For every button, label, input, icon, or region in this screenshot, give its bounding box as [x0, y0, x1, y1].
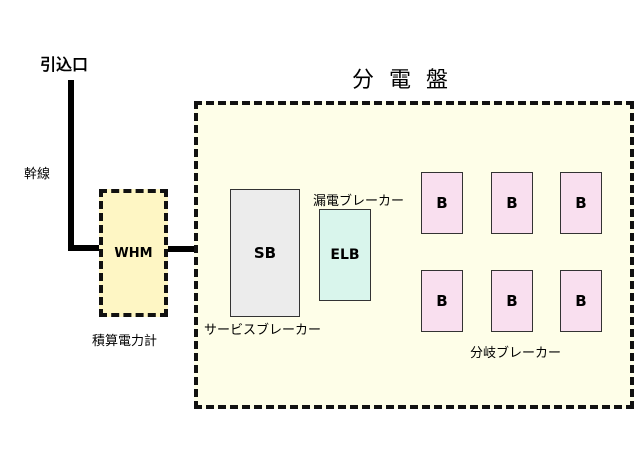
watt-hour-meter: WHM [99, 189, 168, 317]
elb-caption: 漏電ブレーカー [313, 194, 405, 209]
meter-caption: 積算電力計 [92, 334, 158, 349]
panel-title: 分 電 盤 [352, 68, 452, 93]
branch-breaker: B [421, 270, 463, 332]
entrance-label: 引込口 [40, 55, 89, 74]
branch-breaker: B [560, 172, 602, 234]
earth-leakage-breaker: ELB [319, 209, 371, 301]
service-breaker-caption: サービスブレーカー [204, 323, 322, 338]
branch-breaker: B [560, 270, 602, 332]
branch-breaker-caption: 分岐ブレーカー [470, 346, 562, 361]
trunk-line-label: 幹線 [24, 167, 51, 182]
service-breaker: SB [230, 189, 300, 317]
distribution-panel-boundary [194, 101, 634, 409]
branch-breaker: B [491, 270, 533, 332]
trunk-wire [68, 80, 99, 251]
branch-breaker: B [491, 172, 533, 234]
branch-breaker: B [421, 172, 463, 234]
